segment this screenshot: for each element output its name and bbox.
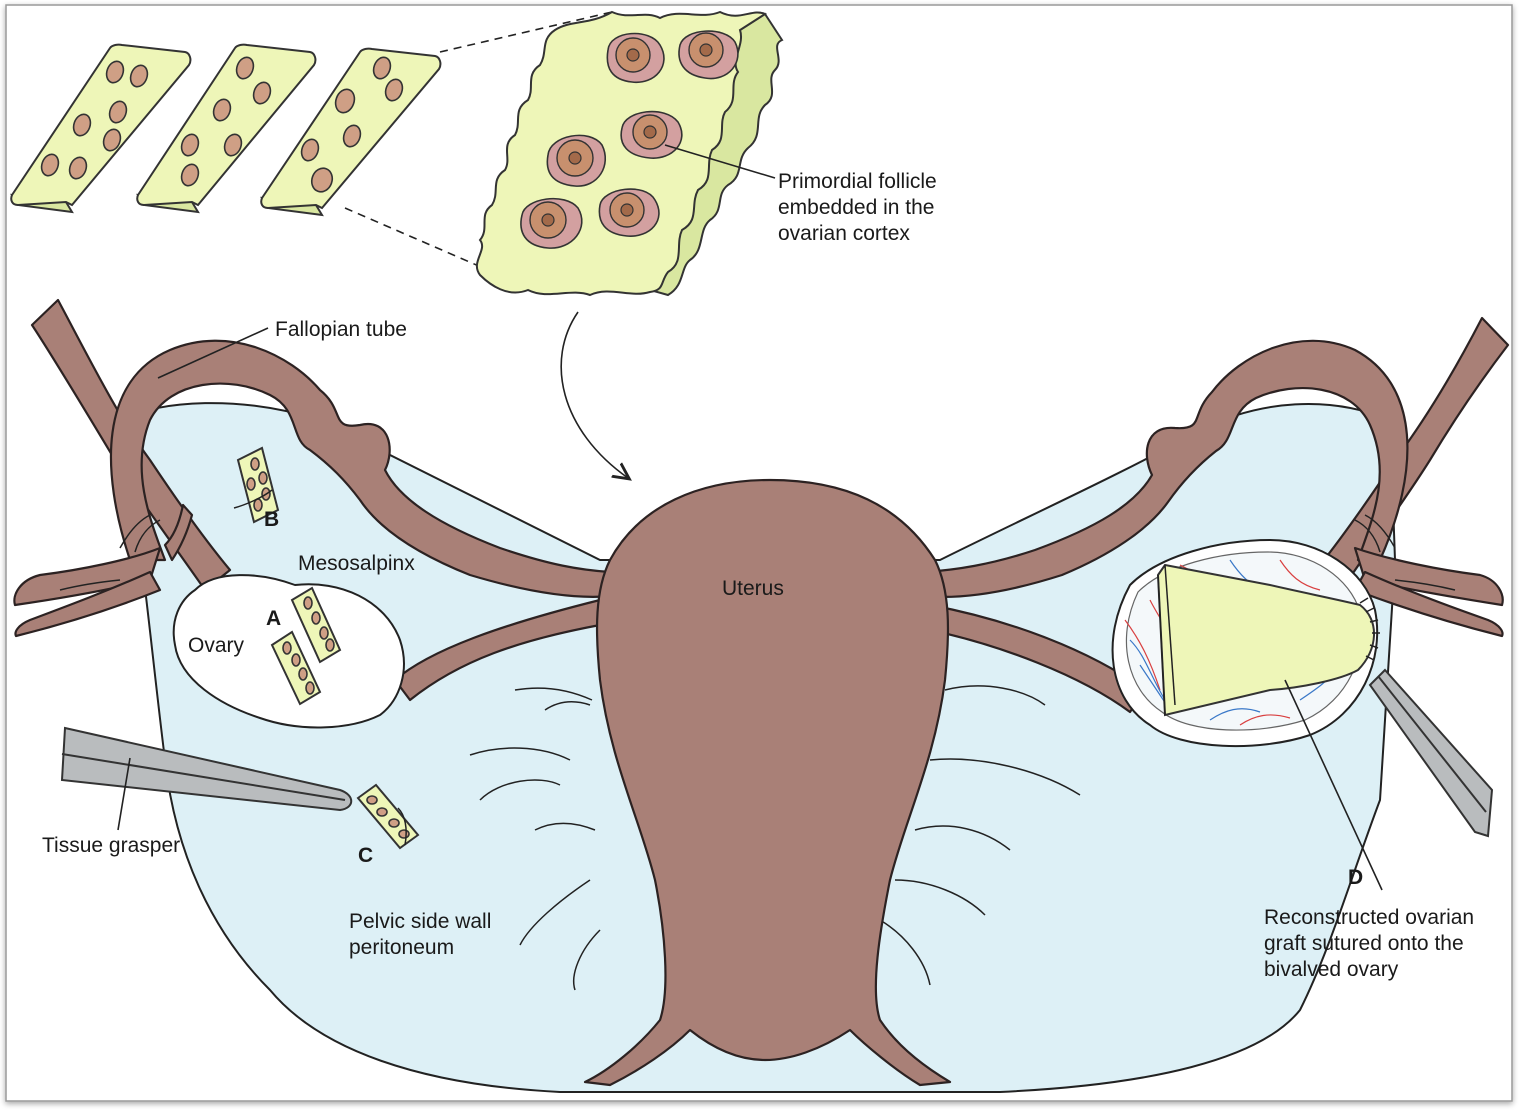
leader-fallopian	[157, 327, 269, 379]
label-primordial-follicle: Primordial follicle embedded in the ovar…	[778, 170, 943, 245]
magnified-cortex-block	[475, 10, 784, 297]
uterus-and-adnexa	[13, 298, 1510, 1087]
graft-a	[270, 586, 342, 706]
label-fallopian-tube: Fallopian tube	[275, 318, 407, 341]
site-label-b: B	[264, 508, 279, 531]
magnification-line-top	[439, 11, 613, 53]
site-label-a: A	[266, 607, 281, 630]
magnified-follicles	[520, 30, 739, 249]
graft-b	[233, 446, 280, 524]
leader-primordial	[664, 144, 776, 179]
leader-graft-d	[1284, 679, 1383, 891]
graft-sutures	[1359, 597, 1380, 661]
label-uterus: Uterus	[722, 577, 784, 600]
label-tissue-grasper: Tissue grasper	[42, 834, 180, 857]
right-fimbriae	[1353, 514, 1504, 638]
graft-c	[356, 783, 420, 850]
transfer-arrow	[560, 311, 628, 478]
label-mesosalpinx: Mesosalpinx	[298, 552, 415, 575]
site-label-d: D	[1348, 866, 1363, 889]
magnification-line-bottom	[344, 207, 489, 271]
left-fimbriae	[13, 503, 194, 638]
cortex-strip-1	[10, 43, 192, 214]
label-pelvic-side-wall: Pelvic side wall peritoneum	[349, 910, 497, 959]
reconstructed-graft	[1156, 563, 1375, 717]
peritoneum-folds	[469, 685, 1081, 991]
site-label-c: C	[358, 844, 373, 867]
tissue-grasper-right	[1368, 668, 1494, 838]
bivalved-ovary	[1111, 538, 1380, 748]
leader-grasper	[117, 757, 131, 831]
label-ovary: Ovary	[188, 634, 245, 657]
tissue-grasper-left	[60, 726, 353, 812]
label-reconstructed-graft: Reconstructed ovarian graft sutured onto…	[1264, 906, 1480, 981]
cortex-strip-3	[260, 47, 442, 217]
cortex-strip-2	[136, 43, 317, 214]
ovarian-cortex-strips	[10, 43, 442, 217]
